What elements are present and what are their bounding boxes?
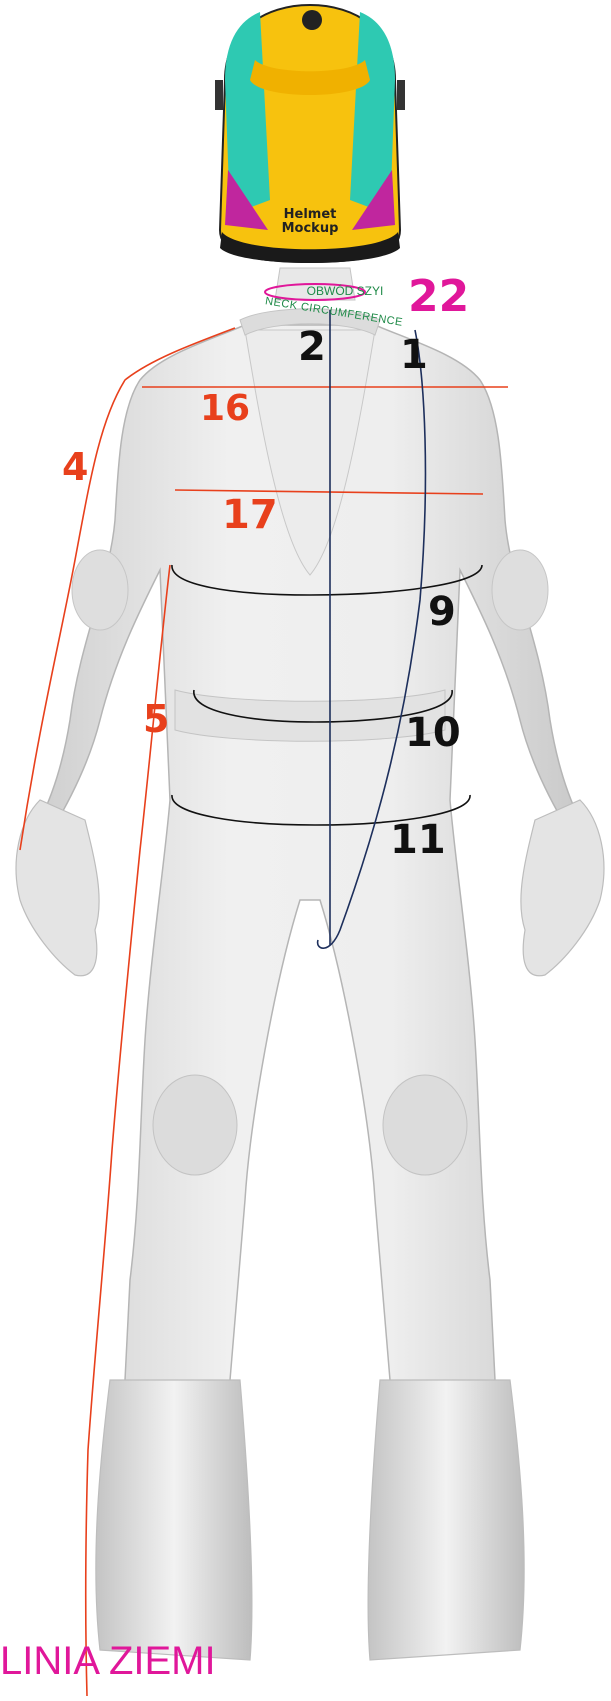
- ground-line-label: LINIA ZIEMI: [0, 1641, 216, 1681]
- label-22: 22: [408, 275, 469, 319]
- label-16: 16: [200, 391, 250, 427]
- label-4: 4: [62, 448, 88, 486]
- label-5: 5: [143, 700, 169, 738]
- helmet-text-1: Helmet: [284, 207, 337, 222]
- helmet: Helmet Mockup: [215, 5, 405, 263]
- label-1: 1: [400, 335, 428, 375]
- suit-body: [16, 268, 604, 1660]
- label-2: 2: [298, 327, 326, 367]
- helmet-text-2: Mockup: [282, 221, 339, 236]
- label-9: 9: [428, 592, 456, 632]
- label-10: 10: [405, 713, 461, 753]
- label-11: 11: [390, 820, 446, 860]
- label-17: 17: [222, 495, 278, 535]
- neck-label-pl: OBWÓD SZYI: [280, 284, 410, 298]
